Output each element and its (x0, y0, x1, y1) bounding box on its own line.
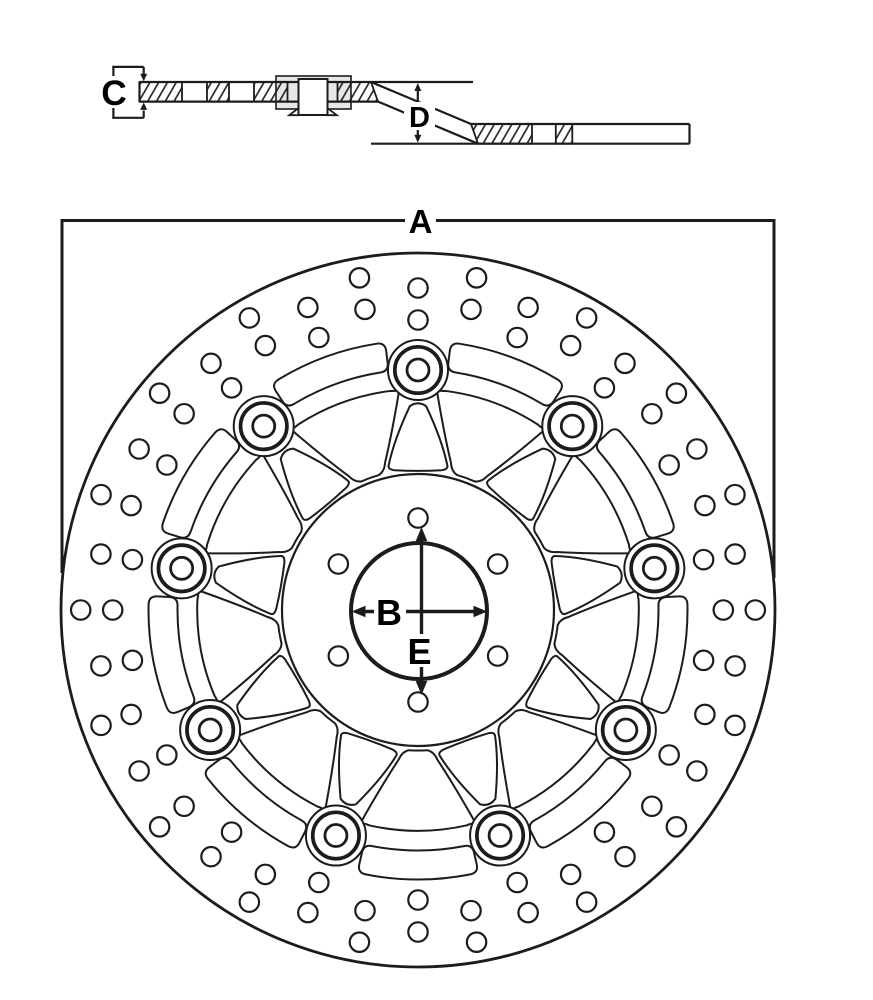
svg-text:C: C (101, 74, 127, 113)
svg-text:D: D (409, 102, 430, 134)
svg-text:A: A (409, 203, 433, 240)
svg-text:B: B (376, 592, 402, 633)
svg-text:E: E (407, 631, 431, 672)
